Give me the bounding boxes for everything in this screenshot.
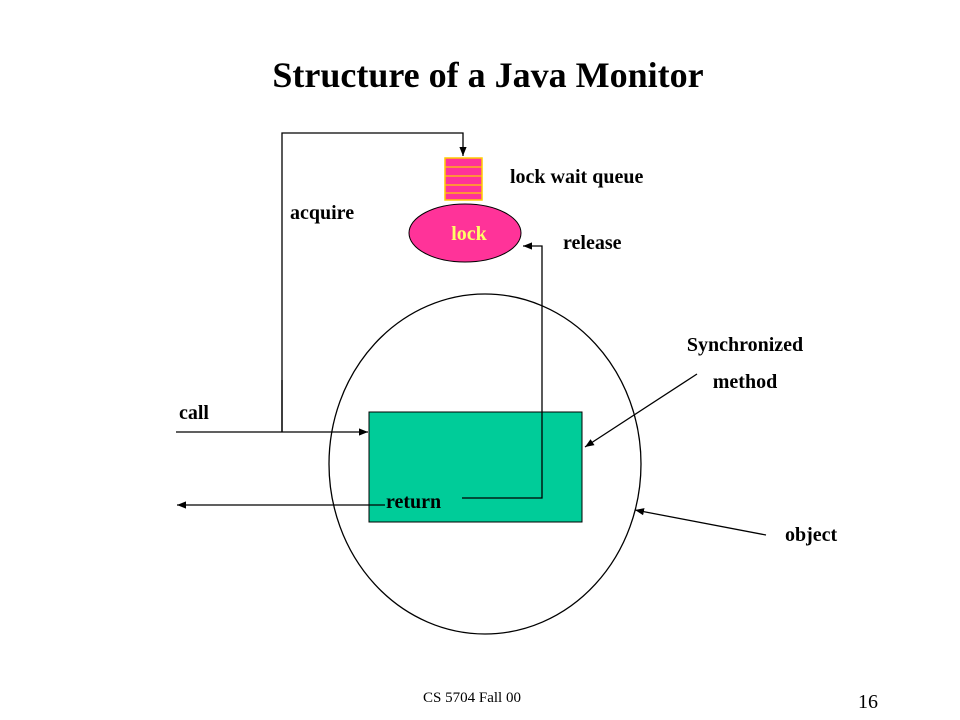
release-label: release (563, 232, 622, 254)
synchronized-pointer-arrow (584, 373, 698, 448)
synchronized-label: Synchronized (687, 334, 803, 356)
slide-title: Structure of a Java Monitor (272, 55, 703, 95)
call-label: call (179, 402, 209, 424)
page-number: 16 (858, 691, 878, 713)
release-arrow (462, 242, 543, 499)
lock-wait-queue (444, 157, 483, 201)
synchronized-method-box (368, 411, 583, 523)
acquire-label: acquire (290, 202, 354, 224)
lock-wait-queue-label: lock wait queue (510, 166, 643, 188)
acquire-arrow (281, 132, 467, 432)
object-circle (328, 293, 642, 635)
slide-footer: CS 5704 Fall 00 (423, 690, 521, 706)
method-label: method (713, 371, 777, 393)
object-pointer-arrow (634, 508, 767, 536)
lock-ellipse (408, 203, 522, 263)
return-label: return (386, 491, 441, 513)
object-label: object (785, 524, 838, 546)
lock-label: lock (451, 223, 487, 245)
